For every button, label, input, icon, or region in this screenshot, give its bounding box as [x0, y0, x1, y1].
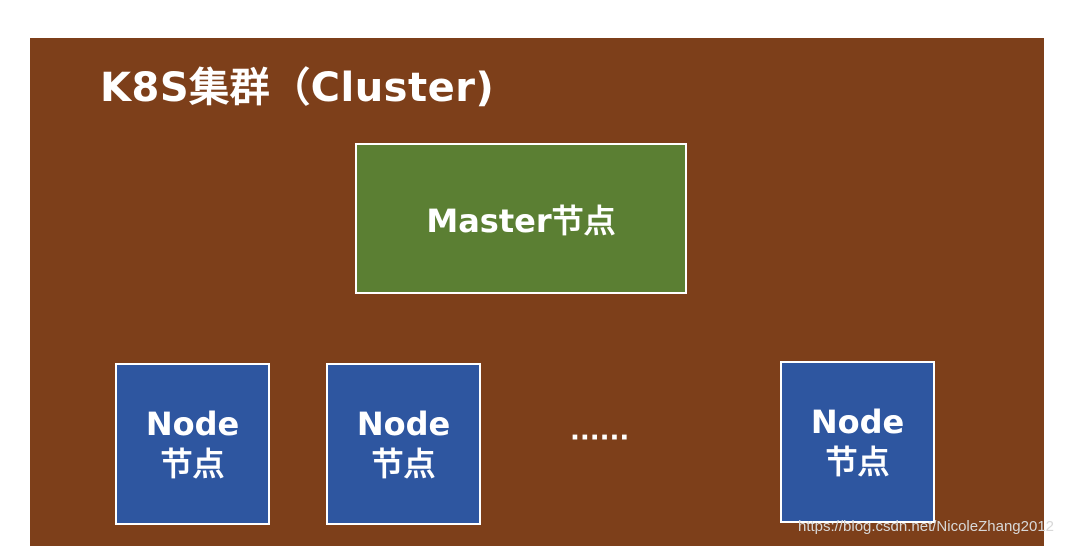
more-nodes-ellipsis: ······ — [570, 423, 630, 453]
worker-node-sublabel: 节点 — [160, 445, 225, 483]
master-node-box: Master节点 — [355, 143, 687, 294]
worker-node-sublabel: 节点 — [371, 445, 436, 483]
worker-node-sublabel: 节点 — [825, 443, 890, 481]
worker-node-box: Node 节点 — [115, 363, 270, 525]
cluster-container: K8S集群（Cluster) Master节点 Node 节点 Node 节点 … — [30, 38, 1044, 546]
master-node-label: Master节点 — [426, 201, 616, 240]
worker-node-box: Node 节点 — [780, 361, 935, 523]
worker-node-label: Node — [145, 405, 240, 443]
source-watermark: https://blog.csdn.net/NicoleZhang2012 — [798, 518, 1055, 535]
worker-node-label: Node — [356, 405, 451, 443]
cluster-title: K8S集群（Cluster) — [100, 65, 495, 111]
worker-node-label: Node — [810, 403, 905, 441]
worker-node-box: Node 节点 — [326, 363, 481, 525]
